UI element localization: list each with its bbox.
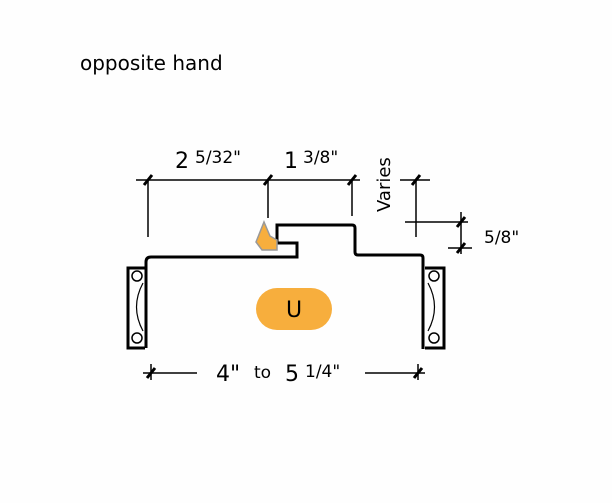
right-hinge-reinforcement bbox=[425, 266, 446, 350]
weatherstrip-icon bbox=[255, 220, 278, 251]
dim-depth-min: 4" bbox=[216, 362, 240, 387]
profile-label: U bbox=[286, 298, 302, 323]
dim-left-whole: 2 bbox=[175, 149, 189, 174]
dim-depth-max-frac: 1/4" bbox=[305, 362, 340, 382]
left-hinge-reinforcement bbox=[126, 266, 145, 350]
dim-rabbet: 5/8" bbox=[484, 228, 519, 248]
dim-mid-whole: 1 bbox=[284, 149, 298, 174]
dim-depth-max-whole: 5 bbox=[285, 362, 299, 387]
dim-mid-frac: 3/8" bbox=[303, 148, 338, 168]
dim-depth-to: to bbox=[254, 363, 271, 383]
diagram-title: opposite hand bbox=[80, 51, 223, 75]
dim-left-frac: 5/32" bbox=[195, 148, 241, 168]
frame-profile bbox=[144, 223, 425, 349]
dimension-ticks bbox=[142, 174, 467, 379]
dim-varies: Varies bbox=[374, 157, 395, 212]
dimension-lines bbox=[136, 179, 472, 380]
profile-badge bbox=[256, 288, 332, 330]
